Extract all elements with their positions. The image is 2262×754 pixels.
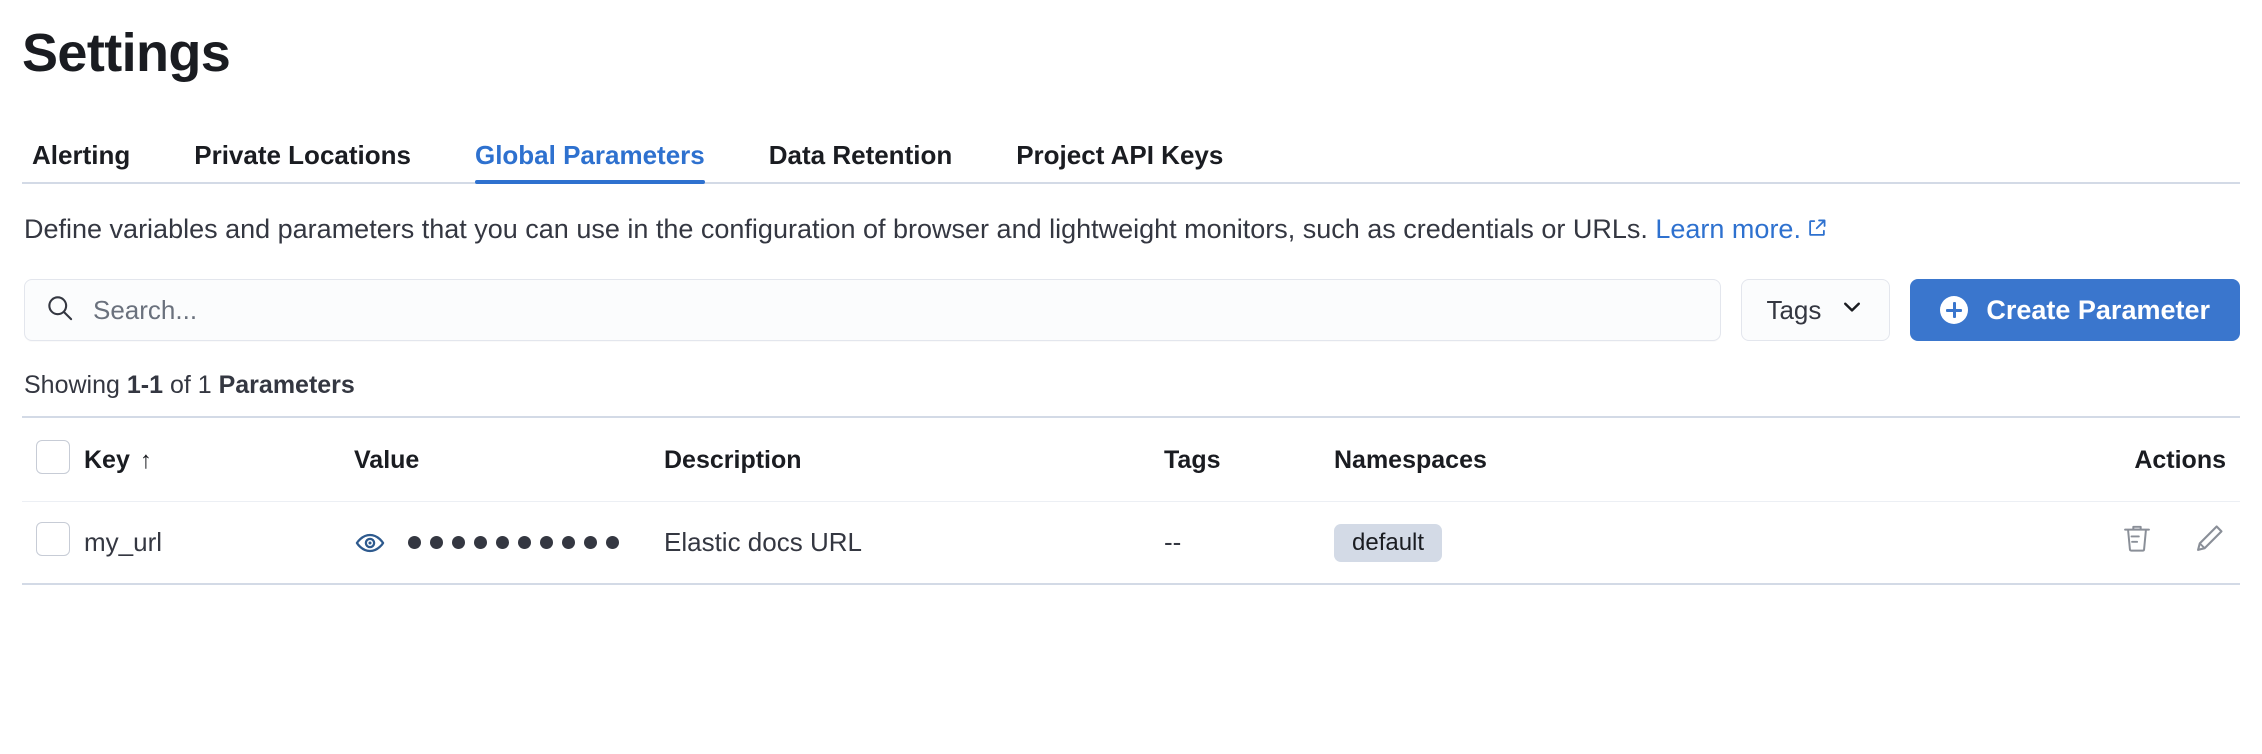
column-header-actions: Actions <box>2134 446 2226 475</box>
row-select-cell <box>22 502 84 585</box>
cell-value <box>354 502 664 585</box>
search-box[interactable] <box>24 279 1722 342</box>
page-title: Settings <box>22 23 231 83</box>
column-header-namespaces[interactable]: Namespaces <box>1334 446 1487 475</box>
namespace-badge: default <box>1334 523 1443 562</box>
pencil-icon[interactable] <box>2192 522 2226 556</box>
column-header-description[interactable]: Description <box>664 446 802 475</box>
tab-data-retention[interactable]: Data Retention <box>768 140 953 170</box>
showing-prefix: Showing <box>24 371 127 400</box>
trash-icon[interactable] <box>2120 522 2154 556</box>
tab-private-locations[interactable]: Private Locations <box>194 140 411 170</box>
showing-entity: Parameters <box>211 371 355 400</box>
cell-namespaces: default <box>1334 502 1834 585</box>
select-all-header <box>22 417 84 502</box>
showing-range: 1-1 <box>126 371 163 400</box>
cell-actions <box>1834 502 2240 585</box>
table-header: Key ↑ Value Description Tags Namespaces A… <box>22 417 2240 502</box>
external-link-icon[interactable] <box>1806 213 1828 247</box>
description-body: Define variables and parameters that you… <box>24 214 1656 244</box>
table-header-row: Key ↑ Value Description Tags Namespaces A… <box>22 417 2240 502</box>
tags-filter-button[interactable]: Tags <box>1741 279 1891 342</box>
create-parameter-label: Create Parameter <box>1986 294 2210 325</box>
parameters-table: Key ↑ Value Description Tags Namespaces A… <box>22 416 2240 585</box>
toolbar: Tags Create Parameter <box>22 279 2240 342</box>
eye-icon[interactable] <box>354 527 386 559</box>
showing-count: 1 <box>197 371 212 400</box>
description-text: Define variables and parameters that you… <box>22 212 2222 247</box>
plus-circle-icon <box>1940 296 1969 325</box>
tab-global-parameters[interactable]: Global Parameters <box>443 142 737 184</box>
chevron-down-icon <box>1839 294 1865 327</box>
create-parameter-button[interactable]: Create Parameter <box>1910 279 2240 342</box>
table-body: my_url <box>22 502 2240 585</box>
learn-more-link[interactable]: Learn more. <box>1655 214 1801 244</box>
tags-filter-label: Tags <box>1766 294 1822 325</box>
cell-tags: -- <box>1164 527 1182 558</box>
results-count: Showing 1-1 of 1 Parameters <box>22 371 2240 400</box>
column-header-key-label: Key <box>84 446 130 475</box>
tab-alerting[interactable]: Alerting <box>32 140 131 170</box>
sort-ascending-icon[interactable]: ↑ <box>139 447 152 475</box>
row-checkbox[interactable] <box>36 522 70 557</box>
cell-key: my_url <box>84 527 163 558</box>
column-header-tags[interactable]: Tags <box>1164 446 1221 475</box>
cell-description: Elastic docs URL <box>664 527 862 558</box>
search-icon <box>45 293 75 328</box>
column-header-key[interactable]: Key ↑ <box>84 417 354 502</box>
search-input[interactable] <box>93 294 1701 326</box>
settings-tabs: Alerting Private Locations Global Parame… <box>22 128 2240 184</box>
select-all-checkbox[interactable] <box>36 440 70 475</box>
column-header-value[interactable]: Value <box>354 446 420 475</box>
masked-value <box>408 536 619 550</box>
table-row[interactable]: my_url <box>22 502 2240 585</box>
tab-project-api-keys[interactable]: Project API Keys <box>1016 140 1224 170</box>
showing-of: of <box>163 371 198 400</box>
